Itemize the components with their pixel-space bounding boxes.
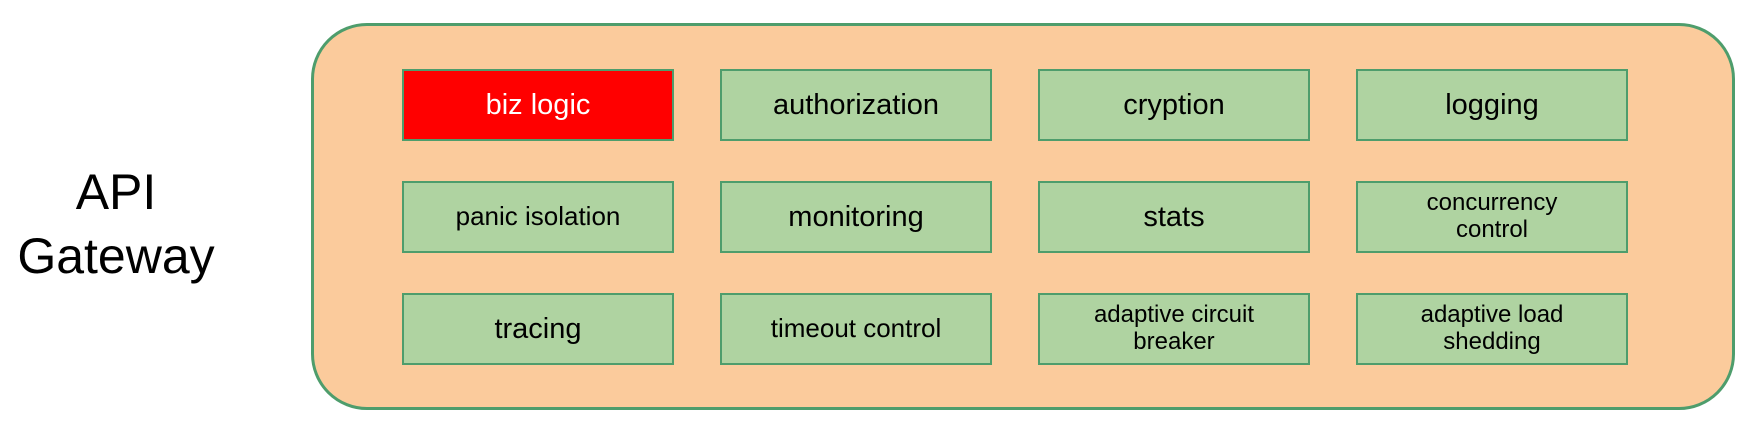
api-gateway-label-line1: API xyxy=(75,164,157,220)
component-adaptive-load-shedding: adaptive load shedding xyxy=(1356,293,1628,365)
component-adaptive-circuit-breaker: adaptive circuit breaker xyxy=(1038,293,1310,365)
component-logging: logging xyxy=(1356,69,1628,141)
component-cryption: cryption xyxy=(1038,69,1310,141)
component-tracing: tracing xyxy=(402,293,674,365)
component-biz-logic: biz logic xyxy=(402,69,674,141)
api-gateway-label-line2: Gateway xyxy=(17,228,215,284)
api-gateway-container: biz logic authorization cryption logging… xyxy=(311,23,1735,410)
component-panic-isolation: panic isolation xyxy=(402,181,674,253)
api-gateway-label: API Gateway xyxy=(10,160,222,288)
component-stats: stats xyxy=(1038,181,1310,253)
component-timeout-control: timeout control xyxy=(720,293,992,365)
component-monitoring: monitoring xyxy=(720,181,992,253)
component-authorization: authorization xyxy=(720,69,992,141)
component-grid: biz logic authorization cryption logging… xyxy=(402,69,1628,365)
component-concurrency-control: concurrency control xyxy=(1356,181,1628,253)
